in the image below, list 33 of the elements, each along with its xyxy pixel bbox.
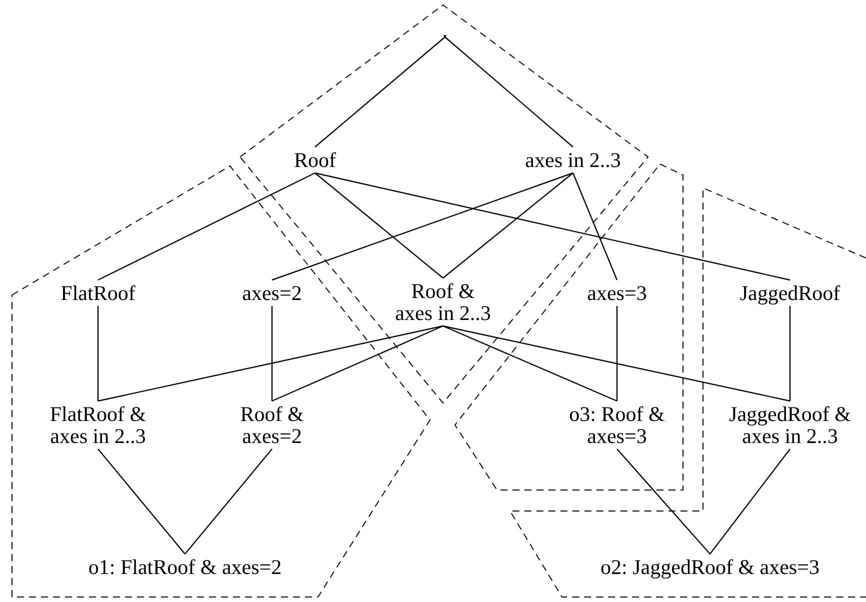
concept-label: JaggedRoof [740,282,840,304]
concept-label: Roof & axes in 2..3 [392,280,494,324]
connector-line [272,325,444,402]
connector-line [98,448,186,554]
concept-label: o3: Roof & axes=3 [566,403,668,447]
connector-line [98,172,316,281]
concept-label: FlatRoof [60,282,136,304]
concept-label: FlatRoof & axes in 2..3 [47,403,149,447]
concept-label: Roof & axes=2 [232,403,312,447]
concept-label: Roof [294,149,336,171]
connector-line [442,325,790,402]
connector-line [789,306,791,401]
concept-label: axes=3 [587,282,647,304]
connector-line [314,172,790,281]
concept-label: axes in 2..3 [525,149,621,171]
connector-line [572,172,618,280]
connector-line [98,325,444,402]
connector-line [314,36,446,148]
connector-line [184,448,272,554]
connector-line [444,36,574,148]
connector-line [442,325,618,402]
concept-label: o1: FlatRoof & axes=2 [88,556,282,578]
connector-line [272,172,574,281]
concept-label: axes=2 [242,282,302,304]
concept-label: JaggedRoof & axes in 2..3 [724,403,856,447]
connector-line [616,306,618,401]
connector-line [710,448,790,554]
connector-line [314,172,444,278]
connector-line [97,306,99,401]
connector-line [271,306,273,401]
concept-label: o2: JaggedRoof & axes=3 [600,556,820,578]
connector-line [616,448,710,554]
connector-line [442,172,574,278]
